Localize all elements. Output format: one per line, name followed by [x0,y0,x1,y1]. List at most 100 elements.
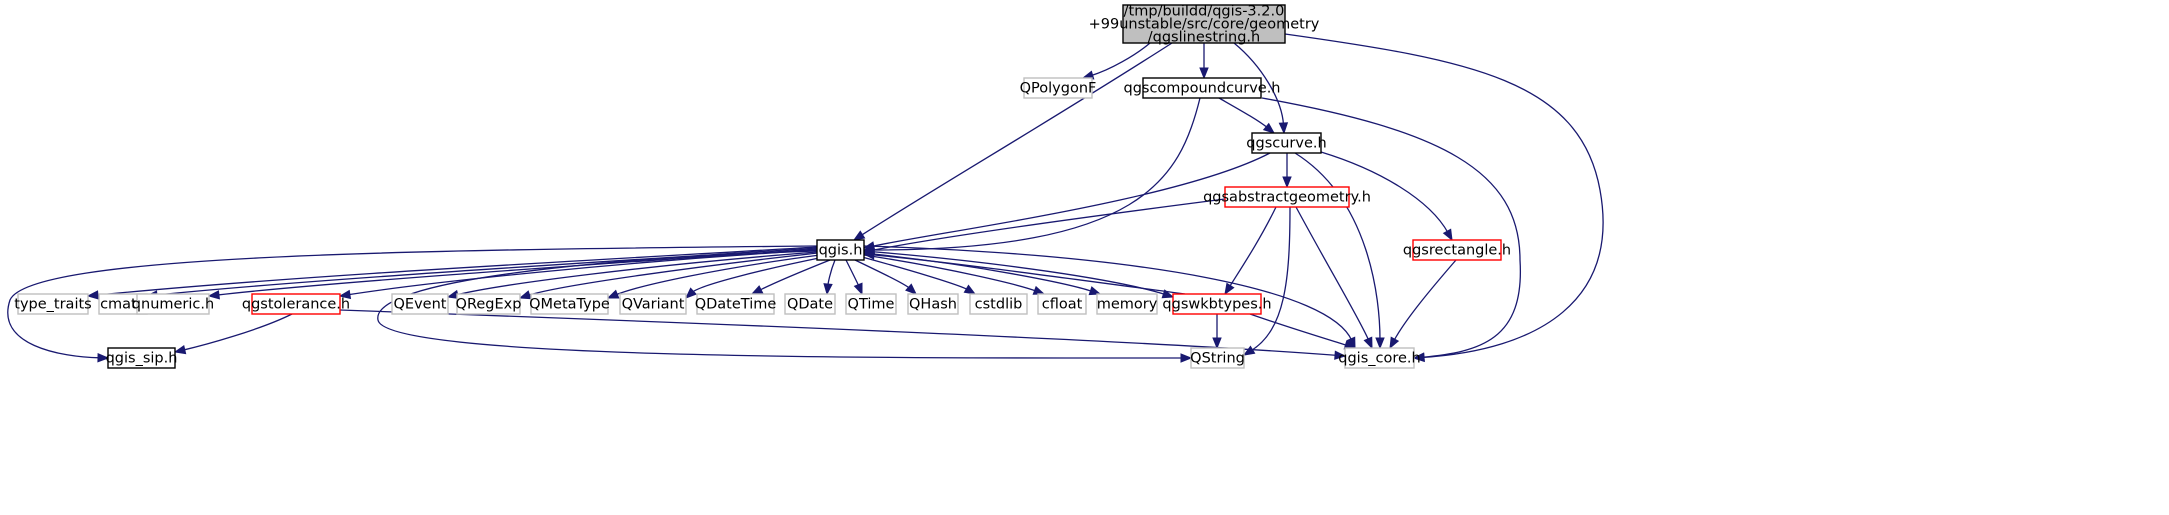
edge-arrowhead-qgis-to-qhash [905,283,917,295]
edge-root-to-qgis [852,42,1173,241]
edge-arrowhead-qgscompoundcurve-to-qgscurve [1262,122,1276,134]
node-root[interactable]: /tmp/buildd/qgis-3.2.0+99unstable/src/co… [1089,4,1320,46]
node-box-cfloat [1037,293,1087,315]
node-label-qgstolerance: qgstolerance.h [242,297,350,313]
node-qregexp: QRegExp [456,293,521,315]
node-box-qdatetime [696,293,775,315]
node-box-qnumeric [136,293,210,315]
edge-arrowhead-qgswkbtypes-to-qstring [1212,337,1222,350]
edge-arrowhead-qgscurve-to-qgis_core [1375,337,1385,350]
edge-arrowhead-qgis-to-memory [1088,286,1102,296]
edge-qgstolerance-to-qgis_sip [173,313,293,355]
node-box-qgsabstractgeometry [1224,186,1350,208]
edge-qgis-to-qtime [845,259,863,296]
node-box-qgsrectangle [1412,239,1502,261]
node-label-root-line-3: /qgslinestring.h [1148,30,1260,46]
edge-qgis-to-type_traits [86,246,818,300]
node-label-qpolygonf: QPolygonF [1020,81,1097,97]
edge-root-to-qgscompoundcurve [1199,42,1209,80]
node-qgis_core: qgis_core.h [1338,347,1421,369]
node-box-qgis_sip [107,347,176,369]
edge-arrowhead-root-to-qgscompoundcurve [1199,67,1209,80]
edge-qgscompoundcurve-to-qgscurve [1218,97,1276,134]
node-label-qstring: QString [1190,351,1245,367]
edge-qgscurve-to-qgsabstractgeometry [1282,153,1292,189]
node-qgis[interactable]: qgis.h [816,239,865,261]
node-label-qdatetime: QDateTime [695,297,777,313]
node-label-qnumeric: qnumeric.h [132,297,214,313]
node-qpolygonf: QPolygonF [1020,77,1097,99]
node-box-qgscompoundcurve [1142,77,1262,99]
edge-qgis-to-qgstolerance [338,249,818,300]
edge-line-qgis-to-qregexp [527,252,819,297]
node-box-qhash [907,293,959,315]
edge-arrowhead-qgis-to-qmetatype [606,289,620,299]
node-label-cstdlib: cstdlib [975,297,1023,313]
edge-arrowhead-qgis-to-cstdlib [963,284,977,295]
edge-arrowhead-qgis-to-qgis_core [1346,336,1356,350]
edge-qgis-to-qdate [823,259,836,296]
edge-line-qgis-to-qgis_sip [7,245,818,359]
node-type_traits: type_traits [14,293,92,315]
node-box-qstring [1190,347,1245,369]
node-cmath: cmath [98,293,148,315]
edge-line-qgis-to-qtime [845,259,860,287]
node-qgsabstractgeometry[interactable]: qgsabstractgeometry.h [1203,186,1371,208]
edge-qgsabstractgeometry-to-qgis_core [1295,206,1373,350]
node-box-qtime [845,293,897,315]
node-qgsrectangle[interactable]: qgsrectangle.h [1403,239,1511,261]
node-qmetatype: QMetaType [529,293,610,315]
node-label-qgscurve: qgscurve.h [1246,136,1326,152]
edge-qgis-to-qgis_sip [7,245,818,363]
node-label-qgscompoundcurve: qgscompoundcurve.h [1123,81,1280,97]
edge-arrowhead-qgstolerance-to-qgis_sip [173,344,187,355]
node-qevent: QEvent [391,293,449,315]
edge-arrowhead-qgsrectangle-to-qgis_core [1389,336,1400,350]
edge-arrowhead-qgstolerance-to-qgis_core [1334,350,1347,360]
node-label-qgis_core: qgis_core.h [1338,351,1420,367]
node-label-memory: memory [1097,297,1158,313]
edge-line-qgis-to-cmath [154,247,818,296]
node-qgscompoundcurve[interactable]: qgscompoundcurve.h [1123,77,1281,99]
edge-line-qgis-to-qvariant [691,256,825,294]
edge-arrowhead-qgis-to-qdatetime [750,285,764,295]
edge-qgswkbtypes-to-qgis [862,250,1186,295]
edge-qgsrectangle-to-qgis_core [1389,259,1457,350]
node-qdatetime: QDateTime [695,293,777,315]
edge-arrowhead-root-to-qgis [852,230,866,241]
edge-line-qgscompoundcurve-to-qgscurve [1218,97,1269,129]
edge-arrowhead-qgscompoundcurve-to-qgis_core [1412,352,1425,362]
edge-line-qgswkbtypes-to-qgis_core [1249,313,1348,347]
edge-line-qgstolerance-to-qgis_core [339,309,1338,357]
node-box-qregexp [456,293,521,315]
node-qgstolerance[interactable]: qgstolerance.h [242,293,350,315]
node-box-cstdlib [969,293,1028,315]
edge-line-qgsrectangle-to-qgis_core [1393,259,1457,342]
edge-arrowhead-qgsabstractgeometry-to-qgswkbtypes [1224,282,1235,296]
edge-line-qgsabstractgeometry-to-qgswkbtypes [1228,206,1277,288]
node-box-qgis [816,239,865,261]
edge-qgis-to-qmetatype [606,254,821,299]
edge-arrowhead-qgswkbtypes-to-qgis [862,250,875,260]
edge-qgswkbtypes-to-qgis_core [1249,313,1357,350]
edge-arrowhead-qgis-to-qdate [823,283,833,296]
edge-line-root-to-qgis_core [1284,33,1604,359]
edge-line-qgis-to-qevent [455,251,818,296]
edge-root-to-qpolygonf [1081,42,1151,80]
edge-arrowhead-qgscurve-to-qgsrectangle [1442,228,1453,242]
edge-line-qgis-to-qmetatype [615,254,821,296]
edge-qgswkbtypes-to-qstring [1212,314,1222,350]
node-qstring: QString [1190,347,1245,369]
edge-line-qgsabstractgeometry-to-qgis [871,198,1226,252]
node-qgscurve[interactable]: qgscurve.h [1246,132,1327,154]
edge-qgis-to-qvariant [685,256,825,299]
node-cstdlib: cstdlib [969,293,1028,315]
edge-arrowhead-qgis-to-qvariant [685,287,697,299]
edge-qgis-to-qdatetime [750,259,831,295]
edge-arrowhead-qgis-to-qtime [853,282,863,296]
node-qgswkbtypes[interactable]: qgswkbtypes.h [1162,293,1272,315]
edge-qgsabstractgeometry-to-qstring [1242,206,1291,356]
node-qgis_sip[interactable]: qgis_sip.h [106,347,178,369]
node-label-cmath: cmath [100,297,146,313]
edge-qgstolerance-to-qgis_core [339,309,1347,360]
